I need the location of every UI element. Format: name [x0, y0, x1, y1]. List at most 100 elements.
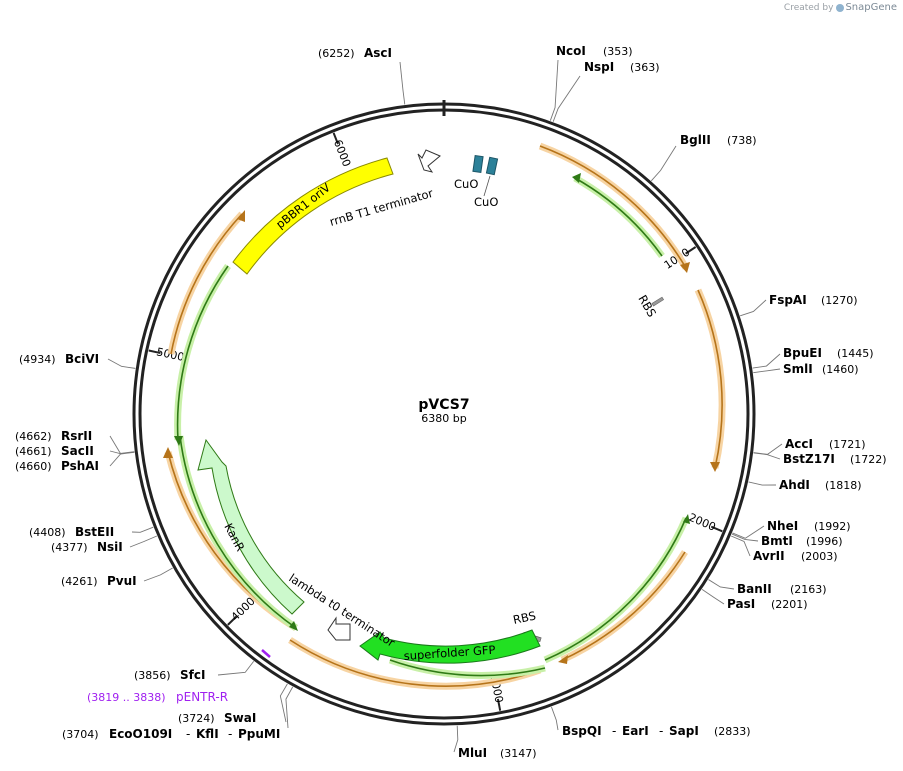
sfgfp-label: superfolder GFP — [403, 643, 496, 663]
bstz17i-pos: (1722) — [850, 453, 887, 466]
bsteii-name: BstEII — [75, 525, 114, 539]
sacii-pos: (4661) — [15, 445, 52, 458]
tick-label-6000: 6000 — [331, 138, 353, 169]
smli-name: SmlI — [783, 362, 813, 376]
pvui-name: PvuI — [107, 574, 137, 588]
leader-line-eco — [285, 686, 294, 729]
orf-arc-right-mid — [694, 288, 726, 469]
leader-line-bmtI — [731, 533, 759, 542]
orf-arc-right-top-line — [539, 145, 687, 269]
ahdi-name: AhdI — [779, 478, 810, 492]
orf-inner-arrow-3 — [289, 621, 298, 631]
tick-mark-2000 — [710, 525, 723, 533]
sapi-name: SapI — [669, 724, 699, 738]
asci-pos: (6252) — [318, 47, 355, 60]
lambda-t0-terminator-feature — [327, 616, 351, 641]
orf-arrow-head-3 — [558, 655, 568, 664]
leader-line-rsrII — [109, 435, 135, 454]
acci-name: AccI — [785, 437, 813, 451]
kfli-name: KflI — [196, 727, 219, 741]
leader-line-bpuEI — [752, 353, 781, 369]
enzyme-labels: (6252) AscI NcoI (353) NspI (363) BglII … — [15, 44, 887, 760]
leader-line-bspQI — [551, 706, 559, 731]
nsii-pos: (4377) — [51, 541, 88, 554]
tick-mark-4000 — [227, 615, 238, 626]
mlui-name: MluI — [458, 746, 487, 760]
leader-line-nspI — [552, 75, 581, 122]
orf-inner-left-mid-line — [176, 265, 229, 441]
tick-label-2000: 2000 — [687, 511, 718, 534]
orf-inner-right-top-line — [574, 177, 663, 257]
eari-name: EarI — [622, 724, 649, 738]
cuo-box-1 — [472, 154, 484, 174]
orf-inner-right-low — [543, 516, 690, 664]
leader-line-sfcI — [217, 660, 255, 676]
cuo-box-2 — [485, 156, 499, 176]
eco-pos: (3704) — [62, 728, 99, 741]
banii-name: BanII — [737, 582, 772, 596]
swai-pos: (3724) — [178, 712, 215, 725]
snapgene-logo-icon — [836, 3, 845, 12]
orf-inner-bottom-line — [389, 659, 546, 677]
orf-inner-arrow-1 — [572, 173, 581, 183]
bspqi-name: BspQI — [562, 724, 602, 738]
eco-name: EcoO109I — [109, 727, 172, 741]
eco-sep-2: - — [228, 727, 232, 741]
bcivi-name: BciVI — [65, 352, 99, 366]
orf-inner-arrow-4 — [174, 436, 183, 446]
leader-line-avrII — [730, 535, 751, 557]
enzyme-leader-lines — [107, 59, 783, 753]
smli-pos: (1460) — [822, 363, 859, 376]
rbs-top-mark — [651, 296, 665, 307]
pshai-pos: (4660) — [15, 460, 52, 473]
avrii-name: AvrII — [753, 549, 785, 563]
nhei-name: NheI — [767, 519, 798, 533]
plasmid-length: 6380 bp — [421, 412, 466, 425]
sfci-name: SfcI — [180, 668, 205, 682]
sfci-pos: (3856) — [134, 669, 171, 682]
nhei-pos: (1992) — [814, 520, 851, 533]
credit-brand: SnapGene — [845, 2, 897, 13]
bmti-pos: (1996) — [806, 535, 843, 548]
ncoi-pos: (353) — [603, 45, 633, 58]
orf-inner-left-line — [179, 435, 297, 629]
pentr-r-primer — [261, 649, 271, 658]
orf-arc-bottom-line — [289, 639, 541, 687]
pbbr1-label: pBBR1 oriV — [273, 180, 333, 231]
bspqi-pos: (2833) — [714, 725, 751, 738]
orf-inner-right-low-line — [544, 517, 687, 661]
bspqi-sep-2: - — [659, 724, 663, 738]
credit-text: Created by — [783, 3, 834, 13]
nsii-name: NsiI — [97, 540, 123, 554]
tick-mark-5000 — [148, 349, 161, 355]
leader-line-bstEII — [131, 526, 154, 533]
leader-line-ncoI — [549, 59, 559, 121]
orf-arrow-head-4 — [163, 447, 173, 458]
leader-line-ahdI — [748, 481, 777, 486]
bstz17i-name: BstZ17I — [783, 452, 835, 466]
mlui-pos: (3147) — [500, 747, 537, 760]
bpuei-pos: (1445) — [837, 347, 874, 360]
fspai-name: FspAI — [769, 293, 807, 307]
pvui-pos: (4261) — [61, 575, 98, 588]
leader-line-pvuI — [143, 567, 173, 582]
pbbr1-oriv-feature — [232, 157, 394, 275]
cuo-2-leader — [483, 175, 491, 197]
acci-pos: (1721) — [829, 438, 866, 451]
pasi-pos: (2201) — [771, 598, 808, 611]
leader-line-swaI — [279, 683, 288, 723]
leader-line-nsiI — [129, 535, 158, 548]
rsrii-name: RsrII — [61, 429, 92, 443]
fspai-pos: (1270) — [821, 294, 858, 307]
orf-arrow-head-5 — [237, 210, 245, 222]
bmti-name: BmtI — [761, 534, 793, 548]
leader-line-fspAI — [740, 299, 767, 317]
leader-line-banII — [708, 579, 735, 590]
cuo-label-1: CuO — [454, 177, 478, 191]
plasmid-name: pVCS7 — [418, 397, 469, 413]
nspi-pos: (363) — [630, 61, 660, 74]
bsteii-pos: (4408) — [29, 526, 66, 539]
pentr-pos: (3819 .. 3838) — [87, 691, 166, 704]
eco-sep-1: - — [186, 727, 190, 741]
